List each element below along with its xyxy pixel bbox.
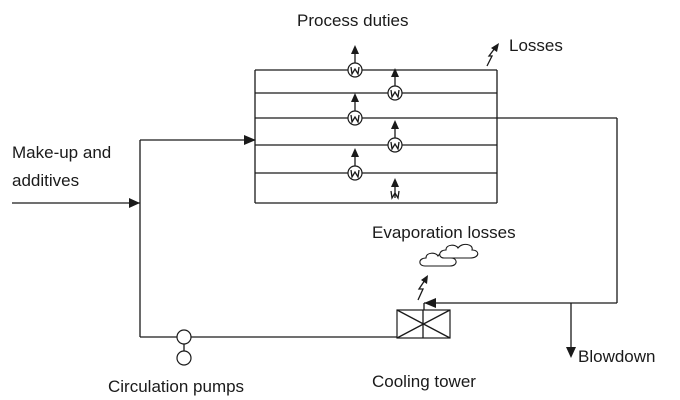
heat-exchanger-icon — [347, 93, 363, 126]
cooling-tower-icon — [396, 309, 451, 339]
blowdown-label: Blowdown — [578, 347, 656, 366]
heat-exchanger-icon — [347, 148, 363, 181]
makeup-label-line2: additives — [12, 171, 79, 190]
losses-arrow-icon — [486, 43, 499, 67]
circulation-pumps-icon — [176, 329, 192, 366]
losses-label: Losses — [509, 36, 563, 55]
process-duties-label: Process duties — [297, 11, 409, 30]
blowdown-line — [566, 303, 576, 358]
evaporation-arrow-icon — [417, 275, 428, 301]
evaporation-losses-label: Evaporation losses — [372, 223, 516, 242]
makeup-inlet-line — [12, 198, 140, 208]
heat-exchangers — [347, 45, 403, 200]
heat-exchanger-icon — [390, 178, 400, 200]
process-duties-block — [254, 69, 498, 204]
circulation-pumps-label: Circulation pumps — [108, 377, 244, 396]
heat-exchanger-icon — [347, 45, 363, 78]
heat-exchanger-icon — [387, 120, 403, 153]
evaporation-cloud-icon — [419, 243, 479, 267]
return-line — [423, 117, 618, 310]
makeup-label-line1: Make-up and — [12, 143, 111, 162]
supply-line — [139, 135, 256, 337]
cooling-tower-label: Cooling tower — [372, 372, 476, 391]
heat-exchanger-icon — [387, 68, 403, 101]
